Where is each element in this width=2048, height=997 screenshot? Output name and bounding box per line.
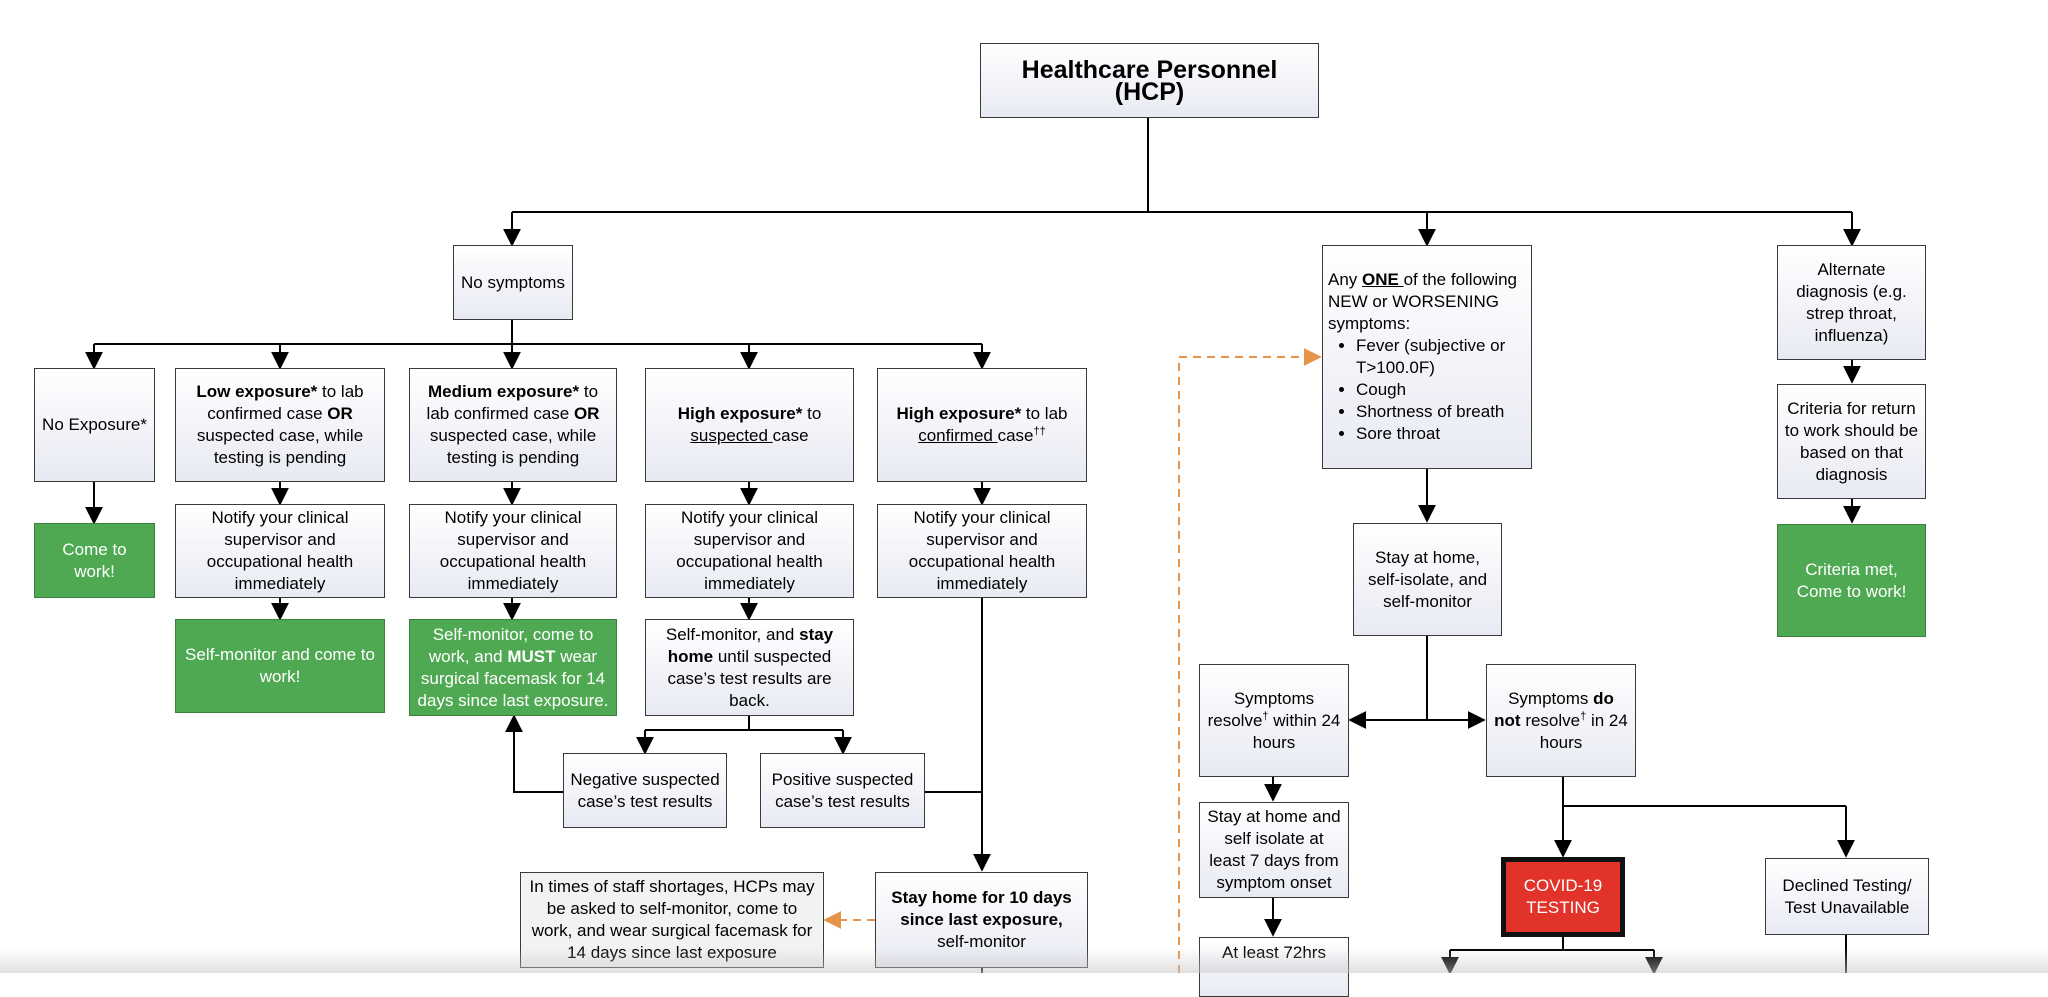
come-to-work-box: Come to work! [34,523,155,598]
symptoms-not-resolve-box: Symptoms do not resolve† in 24 hours [1486,664,1636,777]
hcp-title: Healthcare Personnel (HCP) [1021,55,1278,106]
stay-7days-label: Stay at home and self isolate at least 7… [1207,807,1341,892]
criteria-return-box: Criteria for return to work should be ba… [1777,384,1926,499]
low-exposure-text-2: suspected case, while testing is pending [196,426,364,467]
not-resolve-bold: do not [1494,688,1614,730]
high-suspected-underlined: suspected [690,426,773,445]
high-exposure-suspected-box: High exposure* to suspected case [645,368,854,482]
stay-isolate-box: Stay at home, self-isolate, and self-mon… [1353,523,1502,636]
medium-exposure-text-1: to lab confirmed case [426,382,599,423]
not-resolve-footnote: † [1580,709,1587,722]
medium-exposure-text-2: suspected case, while testing is pending [429,426,597,467]
high-confirmed-bold: High exposure* [896,404,1022,423]
medium-action-text-2: wear surgical facemask for 14 days since… [417,646,609,710]
declined-testing-label: Declined Testing/ Test Unavailable [1782,875,1912,917]
medium-action-must: MUST [507,646,556,666]
criteria-met-label: Criteria met, Come to work! [1796,559,1907,601]
stay-pending-text-1: Self-monitor, and [665,624,800,644]
no-exposure-label: No Exposure* [42,415,147,434]
high-suspected-text-2: case [772,426,809,445]
stay-home-10-text: self-monitor [937,932,1026,951]
staff-shortage-label: In times of staff shortages, HCPs may be… [529,877,815,962]
come-to-work-label: Come to work! [62,539,127,581]
high-confirmed-footnote: †† [1033,425,1046,438]
medium-exposure-or: OR [573,404,600,423]
medium-exposure-bold: Medium exposure* [427,382,580,401]
stay-pending-box: Self-monitor, and stay home until suspec… [645,619,854,716]
stay-7days-box: Stay at home and self isolate at least 7… [1199,802,1349,898]
not-resolve-text-2: resolve [1520,710,1581,730]
positive-results-box: Positive suspected case’s test results [760,753,925,828]
no-symptoms-box: No symptoms [453,245,573,320]
covid-testing-box: COVID-19 TESTING [1501,857,1625,937]
notify-high-suspected-label: Notify your clinical supervisor and occu… [676,508,823,593]
positive-results-label: Positive suspected case’s test results [771,769,914,811]
negative-results-box: Negative suspected case’s test results [563,753,727,828]
not-resolve-text-3: in 24 hours [1539,710,1628,752]
medium-action-text-1: Self-monitor, come to work, and [428,624,594,666]
notify-medium-box: Notify your clinical supervisor and occu… [409,504,617,598]
low-exposure-or: OR [327,404,353,423]
alternate-diagnosis-label: Alternate diagnosis (e.g. strep throat, … [1796,259,1907,345]
symptom-item: Fever (subjective or T>100.0F) [1356,335,1526,379]
negative-results-label: Negative suspected case’s test results [570,769,720,811]
medium-action-box: Self-monitor, come to work, and MUST wea… [409,619,617,716]
resolve-text-1: Symptoms resolve [1207,688,1315,730]
symptoms-one: ONE [1362,270,1404,289]
medium-exposure-box: Medium exposure* to lab confirmed case O… [409,368,617,482]
symptoms-text-2: of the following NEW or WORSENING sympto… [1328,270,1517,333]
high-confirmed-text-1: to lab [1021,404,1068,423]
declined-testing-box: Declined Testing/ Test Unavailable [1765,858,1929,935]
not-resolve-text-1: Symptoms [1508,688,1594,708]
high-exposure-confirmed-box: High exposure* to lab confirmed case†† [877,368,1087,482]
resolve-text-2: within 24 hours [1252,710,1341,752]
high-confirmed-underlined: confirmed [918,426,998,445]
notify-medium-label: Notify your clinical supervisor and occu… [439,508,587,593]
stay-pending-text-2: until suspected case’s test results are … [667,646,832,710]
notify-high-suspected-box: Notify your clinical supervisor and occu… [645,504,854,598]
high-suspected-text-1: to [802,404,822,423]
symptoms-text-1: Any [1328,270,1363,289]
stay-home-10-bold: Stay home for 10 days since last exposur… [891,888,1072,929]
no-symptoms-label: No symptoms [461,272,565,292]
notify-high-confirmed-label: Notify your clinical supervisor and occu… [908,508,1056,593]
notify-low-label: Notify your clinical supervisor and occu… [206,508,354,593]
symptom-item: Cough [1356,379,1526,401]
high-confirmed-text-2: case [997,426,1034,445]
stay-pending-bold: stay home [667,624,834,666]
alternate-diagnosis-box: Alternate diagnosis (e.g. strep throat, … [1777,245,1926,360]
self-monitor-low-box: Self-monitor and come to work! [175,619,385,713]
low-exposure-bold: Low exposure* [196,382,318,401]
symptoms-list: Fever (subjective or T>100.0F) Cough Sho… [1328,335,1526,445]
low-exposure-box: Low exposure* to lab confirmed case OR s… [175,368,385,482]
symptom-item: Sore throat [1356,423,1526,445]
low-exposure-text-1: to lab confirmed case [207,382,364,423]
bottom-fade [0,948,2048,973]
resolve-footnote: † [1262,709,1269,722]
criteria-return-label: Criteria for return to work should be ba… [1784,398,1919,484]
high-suspected-bold: High exposure* [677,404,803,423]
symptoms-resolve-box: Symptoms resolve† within 24 hours [1199,664,1349,777]
symptoms-box: Any ONE of the following NEW or WORSENIN… [1322,245,1532,469]
hcp-title-box: Healthcare Personnel (HCP) [980,43,1319,118]
symptom-item: Shortness of breath [1356,401,1526,423]
notify-high-confirmed-box: Notify your clinical supervisor and occu… [877,504,1087,598]
connector-lines [85,118,1861,973]
self-monitor-low-label: Self-monitor and come to work! [185,645,375,686]
criteria-met-box: Criteria met, Come to work! [1777,524,1926,637]
notify-low-box: Notify your clinical supervisor and occu… [175,504,385,598]
no-exposure-box: No Exposure* [34,368,155,482]
covid-testing-label: COVID-19 TESTING [1523,876,1603,917]
stay-isolate-label: Stay at home, self-isolate, and self-mon… [1367,547,1488,611]
